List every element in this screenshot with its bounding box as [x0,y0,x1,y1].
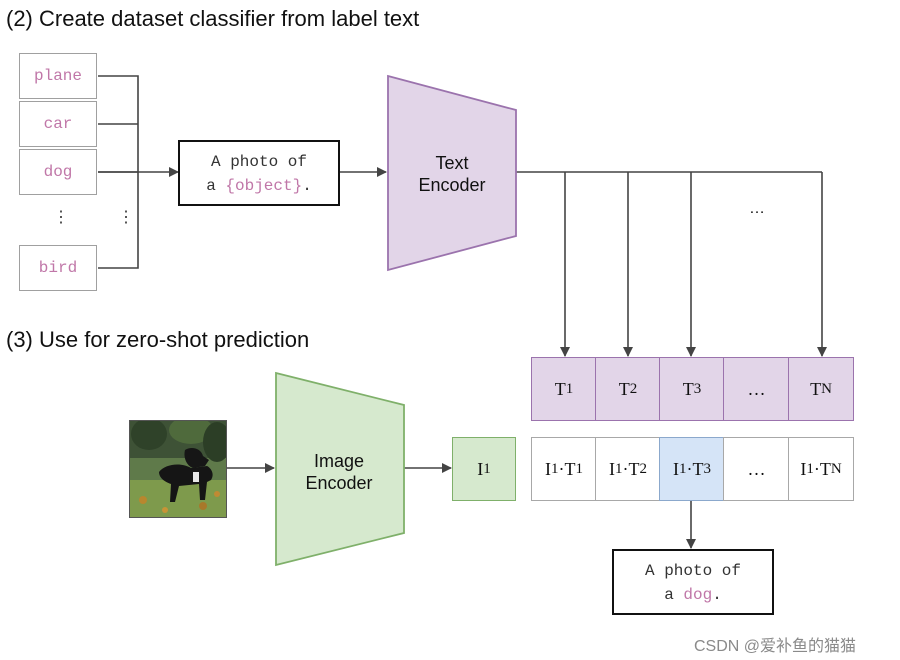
prediction-box: A photo of a dog. [612,549,774,615]
label-plane: plane [19,53,97,99]
prompt-line-2: a {object}. [180,174,338,198]
label-dog: dog [19,149,97,195]
text-encoder-line-2: Encoder [418,175,486,195]
text-encoder-label: Text Encoder [396,152,508,196]
step2-heading: (2) Create dataset classifier from label… [6,6,420,31]
prediction-line-2: a dog. [614,583,772,607]
prediction-line-1: A photo of [644,562,741,580]
image-encoder-shape [275,371,405,567]
prediction-suffix: . [712,586,722,604]
prompt-prefix: a [206,177,226,195]
prediction-prefix: a [664,586,684,604]
bracket-ellipsis: ⋮ [118,209,134,226]
label-bird: bird [19,245,97,291]
text-embedding-ellipsis: … [723,357,790,421]
text-encoder-line-1: Text [435,153,469,173]
label-car: car [19,101,97,147]
image-encoder-label: Image Encoder [282,450,396,494]
watermark: CSDN @爱补鱼的猫猫 [694,638,857,655]
image-encoder-line-2: Encoder [305,473,373,493]
text-encoder-shape [387,74,517,272]
label-ellipsis: ⋮ [53,209,69,226]
similarity-ellipsis: … [723,437,790,501]
dog-photo-image [129,420,227,518]
prompt-placeholder: {object} [225,177,303,195]
image-encoder-line-1: Image [313,451,365,471]
prompt-line-1: A photo of [210,153,307,171]
arrow-ellipsis: … [749,200,765,217]
prompt-suffix: . [302,177,312,195]
step3-heading: (3) Use for zero-shot prediction [6,327,310,352]
prompt-template-box: A photo of a {object}. [178,140,340,206]
prediction-label: dog [683,586,713,604]
